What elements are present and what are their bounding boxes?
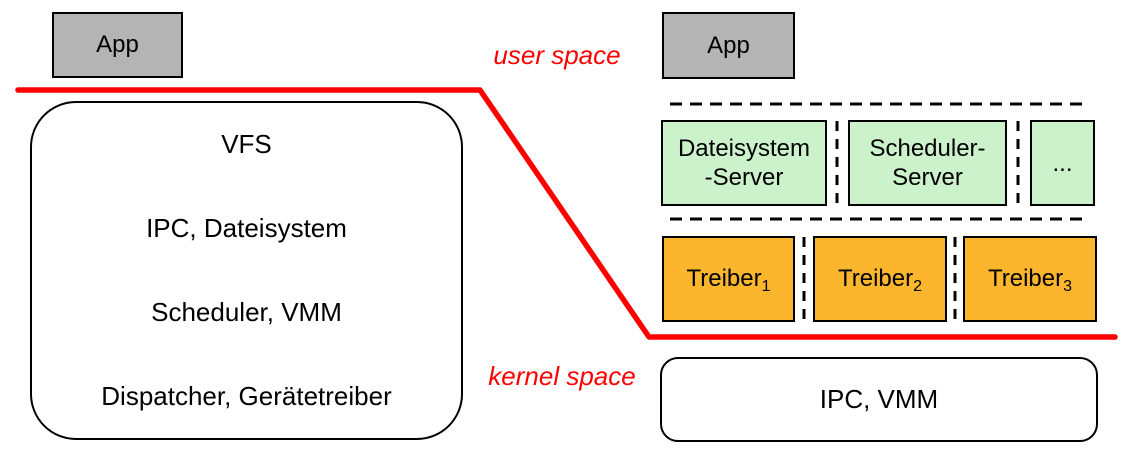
- driver-subscript: 3: [1063, 278, 1073, 295]
- driver-box-treiber2: Treiber2: [813, 236, 947, 322]
- layer-vfs: VFS: [221, 129, 272, 160]
- kernel-space-label: kernel space: [488, 361, 636, 391]
- server-label-line1: Dateisystem: [677, 135, 811, 162]
- driver-label: Treiber1: [686, 265, 771, 295]
- app-label: App: [707, 31, 750, 59]
- server-label-line1: Scheduler-: [869, 135, 986, 162]
- monolithic-kernel-box: VFS IPC, Dateisystem Scheduler, VMM Disp…: [30, 101, 463, 440]
- app-box-microkernel: App: [662, 12, 795, 79]
- driver-box-treiber1: Treiber1: [662, 236, 795, 322]
- server-box-dateisystem: Dateisystem -Server: [661, 120, 827, 206]
- server-label-line2: -Server: [704, 164, 784, 191]
- microkernel-label: IPC, VMM: [819, 384, 939, 414]
- server-label-line2: Server: [892, 164, 963, 191]
- server-box-ellipsis: ...: [1030, 120, 1095, 206]
- server-label-line1: ...: [1052, 149, 1073, 177]
- layer-dispatcher-geraetetreiber: Dispatcher, Gerätetreiber: [101, 380, 392, 411]
- driver-subscript: 1: [761, 278, 771, 295]
- app-box-monolithic: App: [52, 12, 183, 78]
- microkernel-box: IPC, VMM: [660, 357, 1098, 442]
- app-label: App: [96, 31, 139, 58]
- layer-ipc-dateisystem: IPC, Dateisystem: [146, 213, 347, 244]
- driver-label: Treiber2: [837, 265, 923, 295]
- server-box-scheduler: Scheduler- Server: [848, 120, 1007, 206]
- driver-label: Treiber3: [987, 265, 1073, 295]
- driver-subscript: 2: [913, 278, 923, 295]
- layer-scheduler-vmm: Scheduler, VMM: [151, 296, 342, 327]
- user-space-label: user space: [493, 40, 621, 70]
- driver-box-treiber3: Treiber3: [963, 236, 1097, 322]
